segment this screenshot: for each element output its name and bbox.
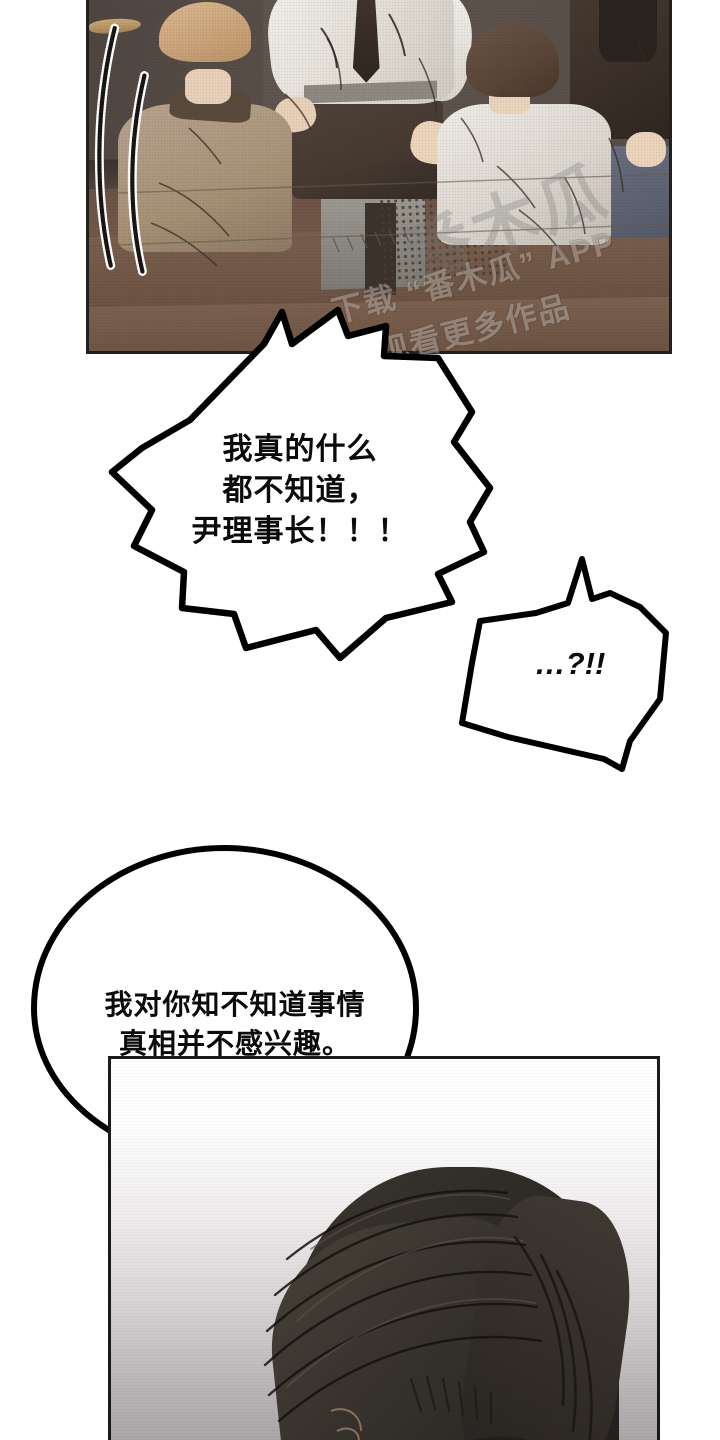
necktie	[352, 0, 380, 83]
speech-bubble-shout-2	[459, 556, 669, 772]
figure-blond-jacket	[118, 103, 292, 253]
bubble-2-outline	[459, 556, 669, 772]
comic-panel-bottom	[108, 1056, 660, 1440]
bubble-1-outline	[108, 306, 494, 662]
bubble-3-text: 我对你知不知道事情 真相并不感兴趣。	[104, 989, 366, 1060]
figure-kneeling-hair	[466, 22, 559, 97]
motion-lines	[94, 23, 149, 276]
panel-bottom-line-art	[263, 1189, 593, 1440]
speech-bubble-shout-1	[108, 306, 494, 662]
bubble-2-text: …?!!	[534, 646, 606, 681]
bubble-1-text: 我真的什么 都不知道， 尹理事长！！！	[191, 433, 409, 548]
figure-blond-hair-highlight	[158, 1, 252, 62]
figure-far-right-inner-shirt	[599, 0, 658, 62]
panel-top-line-art	[89, 13, 669, 305]
figure-blond-neck	[184, 68, 232, 104]
figure-far-right-hand	[625, 132, 667, 168]
